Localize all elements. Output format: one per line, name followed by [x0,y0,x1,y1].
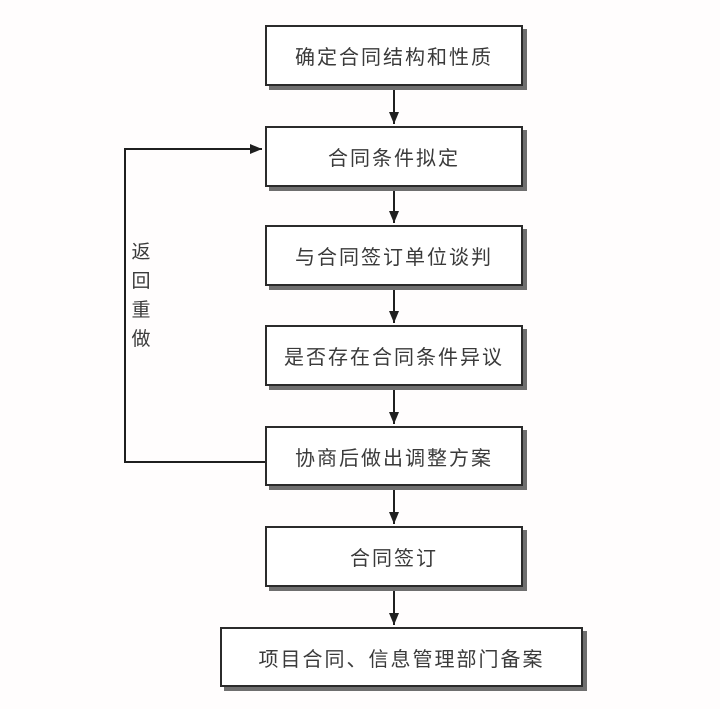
node-determine-contract-structure: 确定合同结构和性质 [265,25,523,86]
node-label: 项目合同、信息管理部门备案 [258,648,545,671]
node-negotiate-with-signing-unit: 与合同签订单位谈判 [265,225,523,286]
feedback-loop-arrow [124,144,266,463]
node-label: 与合同签订单位谈判 [295,247,493,269]
node-make-adjustment-plan: 协商后做出调整方案 [265,426,523,486]
node-label: 是否存在合同条件异议 [284,347,504,369]
node-label: 协商后做出调整方案 [295,447,493,470]
feedback-loop-label: 返回重做 [131,242,151,350]
node-label: 合同条件拟定 [328,148,460,170]
node-check-condition-objections: 是否存在合同条件异议 [265,325,523,386]
node-label: 合同签订 [350,548,438,570]
node-draft-contract-conditions: 合同条件拟定 [265,126,523,187]
node-sign-contract: 合同签订 [265,526,523,587]
node-file-with-departments: 项目合同、信息管理部门备案 [220,627,583,687]
node-label: 确定合同结构和性质 [295,47,493,69]
